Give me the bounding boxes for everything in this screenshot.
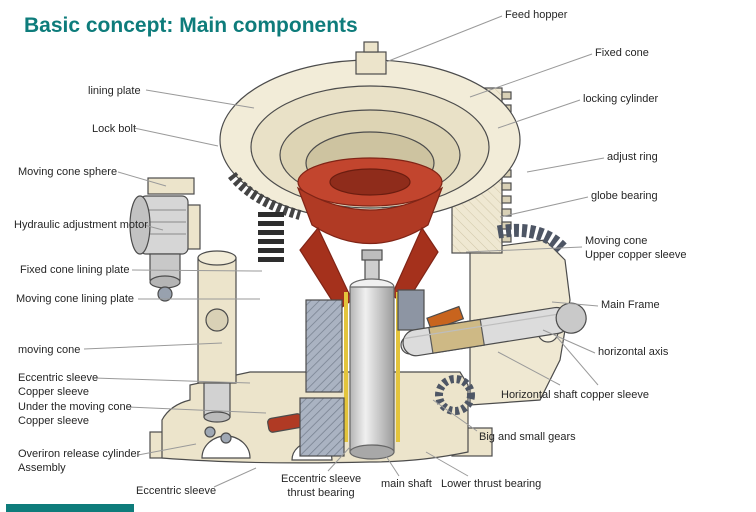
bearing-blocks — [299, 289, 425, 457]
label-globe-bearing: globe bearing — [591, 190, 658, 202]
label-big-and-small-gears: Big and small gears — [479, 431, 576, 443]
label-moving-cone-lining-plate: Moving cone lining plate — [16, 293, 135, 305]
label-eccentric-sleeve-thrust-bearing: Eccentric sleeve thrust bearing — [281, 473, 362, 500]
label-horizontal-shaft-copper-sleeve: Horizontal shaft copper sleeve — [501, 389, 649, 401]
label-eccentric-sleeve-copper-sleeve: Eccentric sleeve Copper sleeve — [18, 372, 99, 399]
label-moving-cone-sphere: Moving cone sphere — [18, 166, 118, 178]
label-main-shaft: main shaft — [381, 478, 432, 490]
label-moving-cone-upper-copper-sleeve: Moving cone Upper copper sleeve — [585, 235, 687, 262]
left-column — [197, 250, 237, 444]
label-under-the-moving-cone-copper-sleeve: Under the moving cone Copper sleeve — [18, 401, 132, 428]
label-fixed-cone-lining-plate: Fixed cone lining plate — [20, 264, 130, 276]
gears — [435, 223, 567, 415]
main-shaft-part — [344, 249, 400, 460]
page-title: Basic concept: Main components — [24, 14, 358, 37]
footer-accent-bar — [6, 504, 134, 512]
label-adjust-ring: adjust ring — [607, 151, 658, 163]
label-lining-plate: lining plate — [88, 85, 141, 97]
label-locking-cylinder: locking cylinder — [583, 93, 659, 105]
mantle — [267, 157, 465, 433]
label-overiron-release-cylinder-assembly: Overiron release cylinder Assembly — [18, 448, 141, 475]
leader-lines — [83, 15, 605, 488]
label-lower-thrust-bearing: Lower thrust bearing — [441, 478, 542, 490]
spring-stack — [258, 212, 284, 262]
label-fixed-cone: Fixed cone — [595, 47, 649, 59]
hydraulic-motor — [129, 177, 201, 302]
label-horizontal-axis: horizontal axis — [598, 346, 669, 358]
label-feed-hopper: Feed hopper — [505, 9, 568, 21]
horizontal-shaft — [402, 302, 587, 357]
label-lock-bolt: Lock bolt — [92, 123, 137, 135]
label-moving-cone: moving cone — [18, 344, 81, 356]
label-main-frame: Main Frame — [601, 299, 660, 311]
label-hydraulic-adjustment-motor: Hydraulic adjustment motor — [14, 219, 148, 231]
machine — [129, 41, 587, 464]
label-eccentric-sleeve: Eccentric sleeve — [136, 485, 217, 497]
feed-hopper-part — [355, 51, 387, 75]
